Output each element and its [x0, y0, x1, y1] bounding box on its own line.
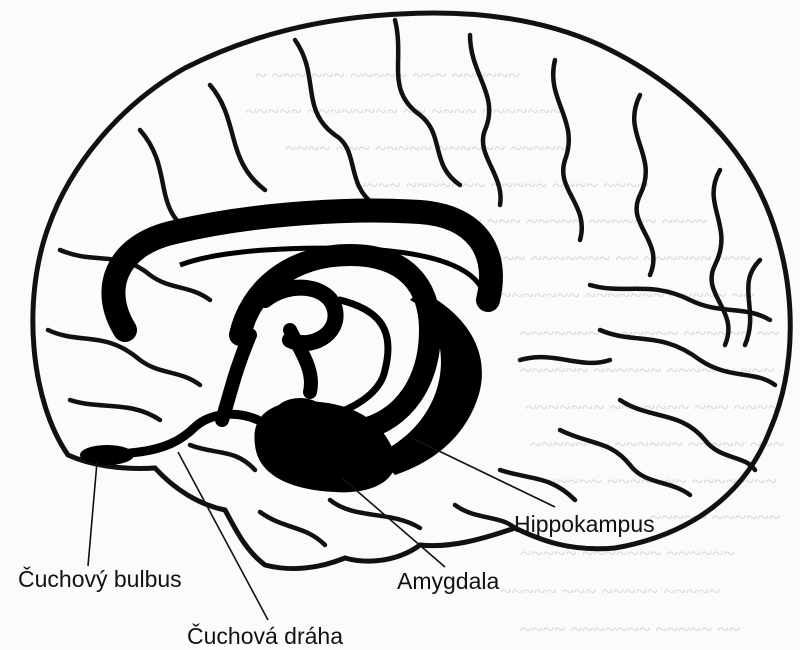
svg-text:~~~~~ ~~~~~~: ~~~~~ ~~~~~~: [650, 505, 780, 529]
fornix: [229, 243, 442, 441]
olfactory-bulb-shape: [80, 445, 134, 465]
leader-olfactory-bulb: [87, 461, 98, 567]
svg-text:~~~~~ ~~~ ~~~~~ ~~~~~: ~~~~~ ~~~ ~~~~~ ~~~~~: [500, 579, 720, 603]
leader-hippocampus: [411, 437, 556, 508]
brain-outline: [30, 10, 793, 571]
svg-text:~~~~ ~~~~~~~ ~~~~~ ~~: ~~~~ ~~~~~~~ ~~~~~ ~~: [520, 617, 740, 641]
svg-text:~~~~~~ ~~~~~~ ~~~~~~ ~~~: ~~~~~~ ~~~~~~ ~~~~~~ ~~~: [520, 358, 774, 382]
svg-text:~~~~ ~~~~~~~ ~~ ~~~~~~ ~~~: ~~~~ ~~~~~~~ ~~ ~~~~~~ ~~~: [480, 246, 751, 270]
background-bleed-text: ~ ~~~ ~~~ ~~~~~ ~~~ ~~~~~~ ~~~~~ ~~~~~~~…: [245, 63, 784, 641]
septal-column: [215, 328, 257, 427]
leader-olfactory-tract: [177, 451, 269, 621]
label-olfactory-tract: Čuchová dráha: [187, 623, 343, 649]
gyri-lines: [45, 17, 778, 548]
cingulum: [101, 198, 503, 342]
leader-amygdala: [341, 477, 446, 568]
olfactory-tract-shape: [125, 409, 263, 458]
stria-terminalis: [326, 296, 392, 419]
limbic-structures: [80, 198, 503, 493]
mammillary-tract: [283, 323, 318, 399]
svg-text:~~~~ ~~~ ~~~~~ ~~~~~~ ~~~~~: ~~~~ ~~~ ~~~~~ ~~~~~~ ~~~~~: [285, 136, 567, 160]
label-olfactory-bulb: Čuchový bulbus: [18, 566, 182, 592]
hippocampus: [375, 290, 482, 475]
svg-text:~~~~~ ~~~~~~~~ ~~ ~~~~ ~~~~~~~: ~~~~~ ~~~~~~~~ ~~ ~~~~ ~~~~~~~: [245, 99, 561, 123]
thalamus-loop: [257, 279, 344, 352]
leader-lines: [87, 437, 556, 621]
label-amygdala: Amygdala: [397, 568, 500, 594]
amygdala-node: [272, 398, 328, 438]
label-hippocampus: Hippokampus: [514, 511, 655, 537]
